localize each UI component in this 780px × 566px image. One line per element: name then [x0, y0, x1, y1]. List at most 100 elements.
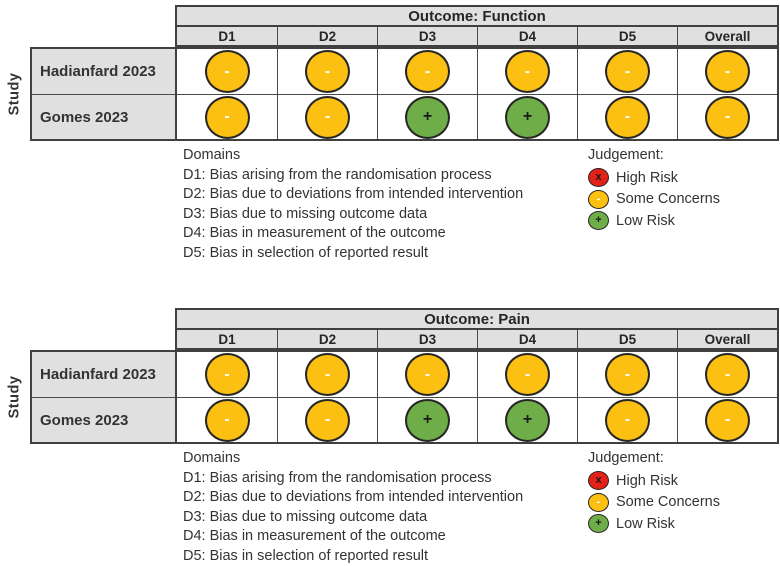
legend-item-some-concerns: - Some Concerns [588, 492, 720, 514]
judgement-symbol: - [224, 411, 230, 428]
domain-item-d4: D4: Bias in measurement of the outcome [183, 528, 446, 544]
legend-label: High Risk [616, 472, 679, 489]
domain-item-d4: D4: Bias in measurement of the outcome [183, 225, 446, 241]
high-risk-icon: x [588, 168, 609, 188]
judgement-cell: - [477, 49, 577, 94]
legend-label: Some Concerns [616, 191, 720, 208]
low-risk-icon: + [588, 514, 609, 534]
judgement-circle: - [204, 50, 250, 93]
domain-item-d5: D5: Bias in selection of reported result [183, 244, 429, 261]
judgement-circle: - [505, 353, 550, 396]
judgement-symbol: - [624, 365, 631, 383]
judgement-cell: - [677, 94, 777, 139]
column-header-d1: D1 [218, 28, 236, 44]
judgement-cell: - [177, 49, 277, 94]
judgement-circle: - [405, 50, 450, 93]
domains-title: Domains [183, 147, 241, 163]
judgement-symbol: - [424, 365, 431, 383]
judgement-symbol: - [324, 365, 331, 383]
legend-item-some-concerns: - Some Concerns [588, 189, 720, 211]
judgement-cell: + [477, 397, 577, 442]
judgement-symbol: - [624, 411, 631, 428]
domain-item-d5: D5: Bias in selection of reported result [183, 547, 429, 564]
judgement-cell: - [577, 397, 677, 442]
domain-item-d1: D1: Bias arising from the randomisation … [183, 469, 492, 486]
judgement-circle: - [204, 353, 250, 396]
judgement-cell: - [177, 352, 277, 397]
judgement-circle: - [605, 95, 650, 139]
column-header-row: D1 D2 D3 D4 D5 Overall [175, 27, 779, 47]
judgement-cell: - [477, 352, 577, 397]
legend-item-low-risk: + Low Risk [588, 210, 720, 232]
domain-item-d3: D3: Bias due to missing outcome data [183, 205, 428, 222]
column-header-d4: D4 [477, 330, 577, 348]
judgement-cell: - [277, 352, 377, 397]
legend-item-high-risk: x High Risk [588, 167, 720, 189]
judgement-cell: - [377, 49, 477, 94]
judgement-cell: + [477, 94, 577, 139]
legend-label: High Risk [616, 169, 679, 186]
study-row-label: Gomes 2023 [32, 397, 175, 442]
judgement-symbol: + [522, 411, 533, 428]
judgement-symbol: + [522, 108, 533, 125]
judgement-circle: - [705, 353, 750, 396]
domains-block: Domains D1: Bias arising from the random… [183, 449, 523, 566]
judgement-circle: + [505, 398, 550, 442]
judgement-symbol: + [422, 108, 433, 125]
study-row-label: Gomes 2023 [32, 94, 175, 139]
legend-item-high-risk: x High Risk [588, 470, 720, 492]
study-row-labels: Hadianfard 2023 Gomes 2023 [30, 47, 175, 141]
domain-item-d2: D2: Bias due to deviations from intended… [183, 489, 524, 505]
judgement-circle: - [605, 353, 650, 396]
plus-symbol: + [595, 214, 602, 227]
judgement-legend: Judgement: x High Risk - Some Concerns +… [588, 449, 720, 535]
judgement-cell: - [677, 397, 777, 442]
judgement-cell: - [177, 397, 277, 442]
judgement-cell: + [377, 94, 477, 139]
judgement-cell: - [577, 94, 677, 139]
judgement-symbol: - [724, 365, 731, 383]
some-concerns-icon: - [588, 492, 609, 512]
column-header-overall: Overall [677, 27, 777, 45]
domains-title: Domains [183, 450, 241, 466]
column-header-d5: D5 [577, 27, 677, 45]
column-header-d4: D4 [477, 27, 577, 45]
judgement-circle: + [405, 398, 450, 442]
judgement-symbol: - [524, 62, 531, 80]
judgement-symbol: - [724, 62, 731, 80]
legend-item-low-risk: + Low Risk [588, 513, 720, 535]
judgement-circle: - [305, 50, 350, 93]
judgement-circle: - [605, 398, 650, 442]
judgement-cell: - [377, 352, 477, 397]
study-axis-label: Study [6, 375, 22, 419]
domain-item-d1: D1: Bias arising from the randomisation … [183, 166, 492, 183]
judgement-circle: - [605, 50, 650, 93]
column-header-d3: D3 [377, 27, 477, 45]
column-header-d5: D5 [577, 330, 677, 348]
study-row-label: Hadianfard 2023 [40, 63, 156, 80]
study-row-labels: Hadianfard 2023 Gomes 2023 [30, 350, 175, 444]
domain-item-d3: D3: Bias due to missing outcome data [183, 508, 428, 525]
judgement-cell: - [177, 94, 277, 139]
judgement-cell: - [277, 94, 377, 139]
legend-label: Low Risk [616, 515, 675, 532]
judgement-grid: - - - - - - - - + + - - [175, 350, 779, 444]
judgement-grid: - - - - - - - - + + - - [175, 47, 779, 141]
judgement-circle: - [705, 50, 750, 93]
legend-title: Judgement: [588, 450, 664, 466]
study-axis-label: Study [6, 72, 22, 116]
judgement-cell: - [577, 49, 677, 94]
judgement-cell: - [677, 352, 777, 397]
column-header-d3: D3 [377, 330, 477, 348]
judgement-circle: - [204, 95, 250, 139]
outcome-header: Outcome: Function [175, 5, 779, 27]
judgement-symbol: - [724, 108, 731, 125]
judgement-circle: - [505, 50, 550, 93]
domains-block: Domains D1: Bias arising from the random… [183, 146, 523, 263]
judgement-legend: Judgement: x High Risk - Some Concerns +… [588, 146, 720, 232]
column-header-overall: Overall [677, 330, 777, 348]
judgement-circle: - [705, 95, 750, 139]
column-header-d2: D2 [277, 330, 377, 348]
study-axis: Study [0, 350, 28, 444]
